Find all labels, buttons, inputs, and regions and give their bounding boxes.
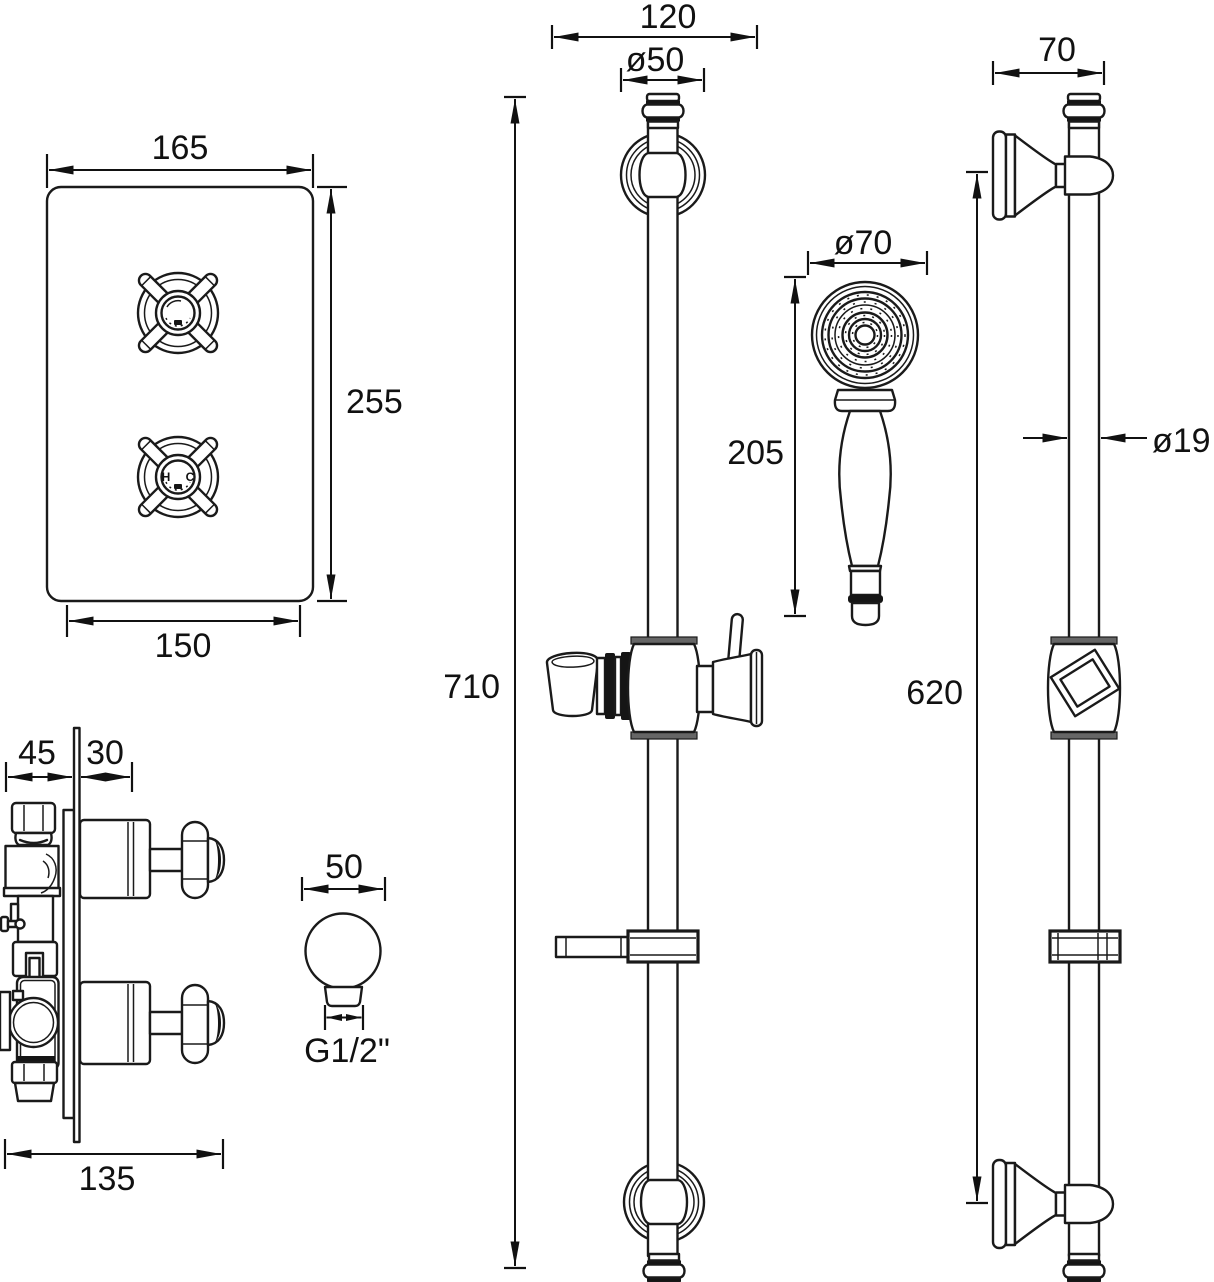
rail-length-label: 710 bbox=[443, 668, 500, 706]
dim-plate-width: 165 bbox=[45, 129, 315, 188]
fixing-plate-edge bbox=[62, 808, 76, 1120]
hot-label: H bbox=[162, 470, 171, 484]
slider-assembly-side bbox=[1046, 635, 1122, 741]
valve-body-behind-wall bbox=[0, 801, 62, 1103]
faceplate-front-view: H C 165 255 150 bbox=[45, 129, 403, 665]
dim-depth-in-front: 30 bbox=[81, 734, 134, 792]
plate-fixing-label: 150 bbox=[155, 627, 212, 665]
bottom-finial-side bbox=[1062, 1252, 1106, 1282]
dim-bracket-projection: 70 bbox=[991, 31, 1106, 85]
depth-behind-label: 45 bbox=[18, 734, 56, 772]
soap-dish-collar bbox=[626, 929, 700, 964]
dim-handset-diameter: ø70 bbox=[806, 224, 929, 275]
dim-bracket-centres: 620 bbox=[906, 170, 988, 1205]
dim-plate-fixing-centres: 150 bbox=[65, 605, 302, 665]
dim-rose-diameter: ø50 bbox=[619, 41, 706, 92]
cold-label: C bbox=[186, 470, 195, 484]
slider-assembly-front bbox=[545, 612, 764, 741]
slider-barrel bbox=[626, 635, 702, 741]
valve-width-label: 135 bbox=[79, 1160, 136, 1198]
dim-handset-length: 205 bbox=[727, 275, 806, 618]
bottom-rose-collar bbox=[639, 1178, 689, 1226]
dim-depth-behind-wall: 45 bbox=[4, 734, 72, 792]
handset-holder-cup bbox=[545, 651, 600, 718]
slide-rail-front-view: 120 ø50 710 bbox=[443, 0, 764, 1282]
soap-dish-side bbox=[1048, 929, 1122, 964]
slide-rail-side-view: 70 620 ø19 bbox=[906, 31, 1211, 1282]
bracket-projection-label: 70 bbox=[1038, 31, 1076, 69]
dim-outlet-diameter: 50 bbox=[300, 848, 387, 901]
wall-plate-edge bbox=[72, 726, 81, 1144]
outlet-diameter-label: 50 bbox=[325, 848, 363, 886]
bottom-cross-handle: H C bbox=[135, 434, 221, 520]
dim-plate-height: 255 bbox=[317, 185, 403, 603]
slider-lock-lever bbox=[695, 612, 764, 728]
soap-dish-front bbox=[554, 929, 700, 964]
handset-head bbox=[810, 280, 920, 390]
valve-handle-side-top bbox=[78, 818, 226, 900]
top-finial bbox=[641, 92, 685, 130]
outlet-connection-label: G1/2" bbox=[304, 1032, 390, 1070]
bottom-finial bbox=[642, 1252, 686, 1282]
rose-diameter-label: ø50 bbox=[626, 41, 685, 79]
handset-length-label: 205 bbox=[727, 434, 784, 472]
tube-diameter-label: ø19 bbox=[1152, 422, 1211, 460]
depth-front-label: 30 bbox=[86, 734, 124, 772]
valve-handle-side-bottom bbox=[78, 980, 226, 1066]
outlet-tail bbox=[323, 985, 364, 1008]
faceplate-outline bbox=[45, 185, 315, 603]
plate-height-label: 255 bbox=[346, 383, 403, 421]
top-cross-handle bbox=[135, 270, 221, 356]
dim-top-bracket-width: 120 bbox=[550, 0, 759, 49]
top-finial-side bbox=[1062, 92, 1106, 130]
outlet-elbow-view: 50 G1/2" bbox=[300, 848, 390, 1070]
handset-view: ø70 205 bbox=[727, 224, 929, 627]
outlet-circle bbox=[304, 912, 382, 990]
valve-side-view: 45 30 135 bbox=[0, 726, 226, 1198]
top-side-collar bbox=[1063, 155, 1115, 196]
handset-diameter-label: ø70 bbox=[834, 224, 893, 262]
dim-rail-length: 710 bbox=[443, 95, 526, 1270]
soap-dish-tray bbox=[554, 935, 632, 959]
bracket-centres-label: 620 bbox=[906, 674, 963, 712]
dim-outlet-connection: G1/2" bbox=[304, 1005, 390, 1070]
top-cone-bracket bbox=[991, 130, 1068, 221]
handset-handle bbox=[833, 388, 897, 627]
bottom-cone-bracket bbox=[991, 1158, 1068, 1250]
bracket-width-label: 120 bbox=[640, 0, 697, 36]
plate-width-label: 165 bbox=[152, 129, 209, 167]
dim-tube-diameter: ø19 bbox=[1023, 422, 1211, 460]
top-rose-collar bbox=[638, 151, 687, 199]
bottom-side-collar bbox=[1063, 1183, 1115, 1225]
dim-valve-overall-width: 135 bbox=[3, 1139, 225, 1198]
